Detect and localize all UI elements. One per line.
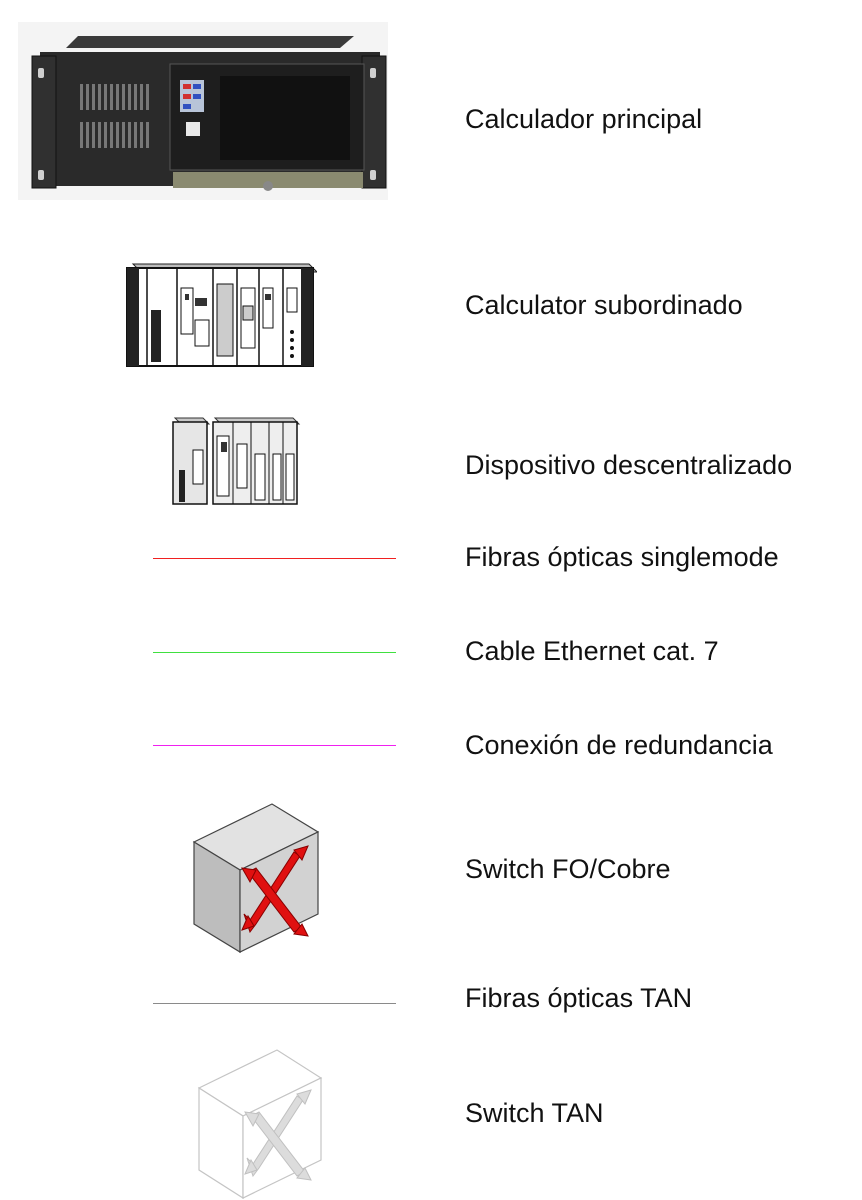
legend-label-subordinate-computer: Calculator subordinado [465, 290, 743, 320]
main-computer-icon [18, 22, 388, 200]
magenta-line-icon [153, 745, 396, 746]
green-line-icon [153, 652, 396, 653]
legend-label-decentralized-device: Dispositivo descentralizado [465, 450, 793, 480]
legend-label-tan-fiber: Fibras ópticas TAN [465, 983, 693, 1013]
legend-label-singlemode-fiber: Fibras ópticas singlemode [465, 542, 779, 572]
red-line-icon [153, 558, 396, 559]
legend-label-main-computer: Calculador principal [465, 104, 703, 134]
subordinate-plc-icon [125, 258, 317, 368]
legend-label-ethernet-cable: Cable Ethernet cat. 7 [465, 636, 719, 666]
switch-tan-icon [195, 1048, 325, 1200]
switch-fo-copper-icon [190, 802, 322, 956]
legend-label-redundancy-connection: Conexión de redundancia [465, 730, 773, 760]
legend-label-switch-tan: Switch TAN [465, 1098, 604, 1128]
decentralized-device-icon [165, 414, 301, 506]
legend-label-switch-fo-copper: Switch FO/Cobre [465, 854, 671, 884]
gray-line-icon [153, 1003, 396, 1004]
